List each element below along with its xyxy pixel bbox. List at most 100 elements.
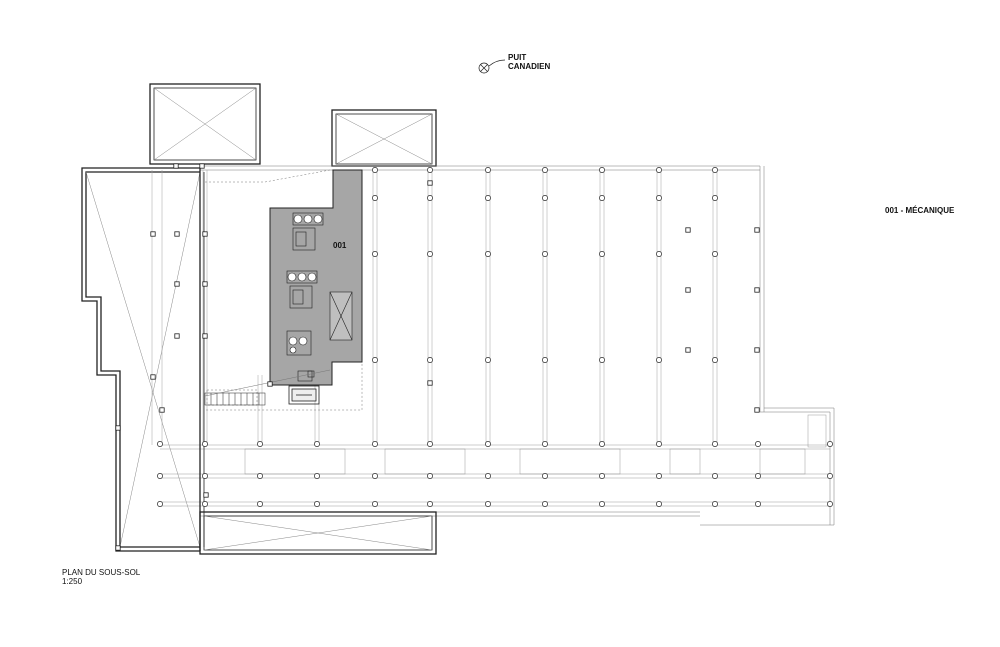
column-square (754, 347, 760, 353)
column-marker (755, 473, 761, 479)
column-square (150, 231, 156, 237)
drawing-scale: 1:250 (62, 577, 83, 586)
column-square (202, 231, 208, 237)
column-marker (427, 441, 433, 447)
column-marker (202, 501, 208, 507)
column-square (174, 333, 180, 339)
column-marker (485, 357, 491, 363)
column-marker (314, 441, 320, 447)
column-marker (427, 167, 433, 173)
column-marker (599, 473, 605, 479)
column-marker (656, 195, 662, 201)
column-square (754, 227, 760, 233)
column-marker (372, 501, 378, 507)
column-marker (827, 441, 833, 447)
column-marker (827, 501, 833, 507)
column-marker (656, 167, 662, 173)
top-middle-shaft (331, 109, 437, 167)
column-square (685, 227, 691, 233)
corridor (160, 414, 830, 507)
column-marker (372, 441, 378, 447)
column-marker (485, 251, 491, 257)
column-marker (372, 473, 378, 479)
column-marker (427, 195, 433, 201)
column-marker (542, 195, 548, 201)
column-square (754, 287, 760, 293)
room-number-label: 001 (333, 241, 347, 250)
column-square (685, 287, 691, 293)
column-marker (427, 501, 433, 507)
column-marker (599, 501, 605, 507)
column-marker (485, 501, 491, 507)
column-marker (656, 441, 662, 447)
column-square (427, 180, 433, 186)
column-marker (485, 441, 491, 447)
column-square (174, 281, 180, 287)
column-marker (157, 473, 163, 479)
column-marker (314, 501, 320, 507)
column-marker (656, 357, 662, 363)
circle-x-icon (478, 59, 506, 74)
left-wing-walls (81, 167, 200, 552)
column-marker (599, 167, 605, 173)
column-square (173, 163, 179, 169)
column-marker (202, 473, 208, 479)
column-marker (755, 501, 761, 507)
column-marker (712, 473, 718, 479)
column-marker (427, 357, 433, 363)
column-square (427, 380, 433, 386)
column-marker (485, 195, 491, 201)
column-marker (372, 195, 378, 201)
column-square (159, 407, 165, 413)
column-marker (427, 251, 433, 257)
column-marker (599, 441, 605, 447)
column-marker (712, 195, 718, 201)
well-label-line2: CANADIEN (508, 62, 551, 71)
column-marker (656, 473, 662, 479)
column-marker (202, 441, 208, 447)
column-marker (656, 501, 662, 507)
column-marker (485, 167, 491, 173)
column-marker (372, 251, 378, 257)
column-marker (712, 167, 718, 173)
column-square (150, 374, 156, 380)
column-marker (712, 501, 718, 507)
column-marker (427, 473, 433, 479)
column-marker (257, 473, 263, 479)
column-square (754, 407, 760, 413)
column-square (174, 231, 180, 237)
column-square (267, 381, 273, 387)
column-marker (542, 251, 548, 257)
column-square (115, 425, 121, 431)
column-marker (712, 441, 718, 447)
column-square (203, 492, 209, 498)
column-marker (599, 251, 605, 257)
well-label-line1: PUIT (508, 53, 527, 62)
column-marker (314, 473, 320, 479)
column-marker (599, 357, 605, 363)
column-square (115, 545, 121, 551)
column-marker (755, 441, 761, 447)
column-square (202, 281, 208, 287)
structural-grid (151, 170, 718, 445)
column-square (685, 347, 691, 353)
column-marker (257, 441, 263, 447)
column-square (202, 333, 208, 339)
column-marker (542, 441, 548, 447)
column-marker (257, 501, 263, 507)
column-marker (372, 167, 378, 173)
mechanical-equipment (286, 212, 353, 382)
column-marker (827, 473, 833, 479)
column-marker (157, 441, 163, 447)
left-wing-void-lines (85, 171, 201, 548)
column-marker (712, 251, 718, 257)
top-left-shaft (149, 83, 261, 165)
column-marker (372, 357, 378, 363)
column-square (199, 163, 205, 169)
column-marker (542, 501, 548, 507)
column-marker-icon (157, 167, 833, 507)
room-legend: 001 - MÉCANIQUE (885, 206, 955, 215)
column-marker (542, 473, 548, 479)
column-marker (485, 473, 491, 479)
column-marker (542, 167, 548, 173)
